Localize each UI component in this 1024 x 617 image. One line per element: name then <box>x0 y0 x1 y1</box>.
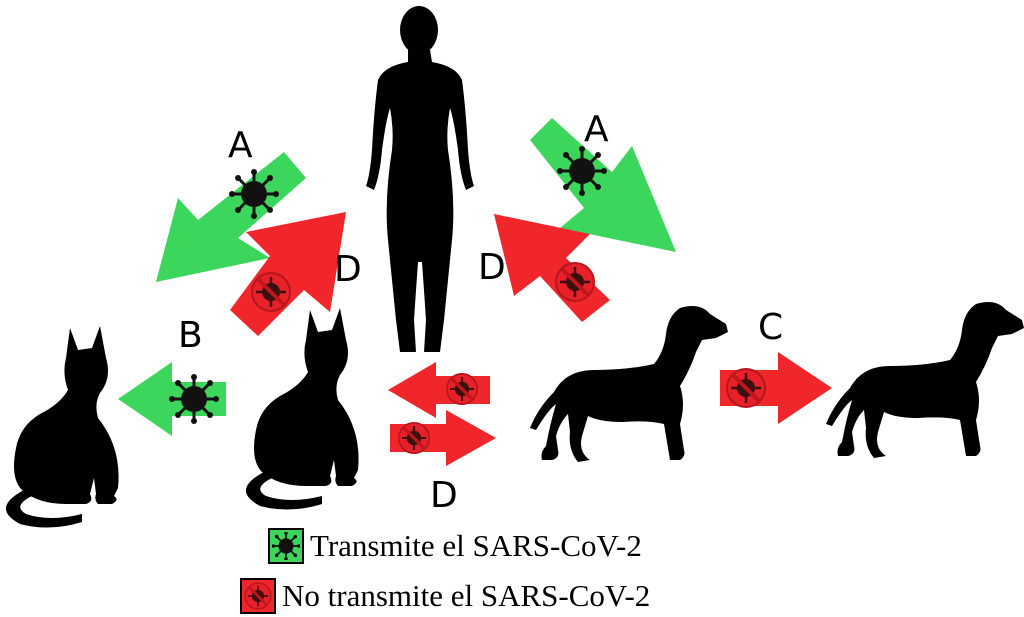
arrow-cat-to-human <box>230 212 346 336</box>
arrow-dog-to-cat <box>388 362 490 418</box>
human-silhouette-icon <box>366 6 474 352</box>
arrow-human-to-dog <box>530 118 676 252</box>
cat-silhouette-icon <box>245 308 359 510</box>
label-cat-to-human: D <box>334 249 362 290</box>
blocked-virus-icon <box>240 578 276 614</box>
blocked-virus-icon <box>250 271 292 313</box>
blocked-virus-icon <box>397 421 431 455</box>
legend-not-transmits: No transmite el SARS-CoV-2 <box>240 578 650 614</box>
blocked-virus-icon <box>554 261 596 303</box>
dog-silhouette-icon <box>530 306 728 462</box>
virus-icon <box>555 144 609 198</box>
cat-silhouette-icon <box>5 326 119 528</box>
virus-icon <box>227 167 281 221</box>
dog-silhouette-icon <box>826 302 1024 458</box>
arrow-dog-to-dog <box>720 352 832 424</box>
label-dog-to-dog: C <box>758 307 784 348</box>
blocked-virus-icon <box>445 372 479 406</box>
virus-icon <box>268 528 304 564</box>
legend-transmits-label: Transmite el SARS-CoV-2 <box>310 528 642 563</box>
arrow-cat-to-cat <box>118 362 226 436</box>
virus-icon <box>167 372 221 426</box>
legend-not-transmits-label: No transmite el SARS-CoV-2 <box>282 578 651 613</box>
arrow-cat-to-dog <box>390 410 496 466</box>
label-human-to-cat: A <box>228 125 253 166</box>
label-dog-to-human: D <box>478 247 506 288</box>
arrow-human-to-cat <box>156 152 306 282</box>
legend-transmits: Transmite el SARS-CoV-2 <box>268 528 642 564</box>
blocked-virus-icon <box>725 367 767 409</box>
arrow-dog-to-human <box>494 214 610 322</box>
label-human-to-dog: A <box>584 109 609 150</box>
label-cat-to-cat: B <box>178 315 203 356</box>
label-cat-dog: D <box>430 475 458 516</box>
